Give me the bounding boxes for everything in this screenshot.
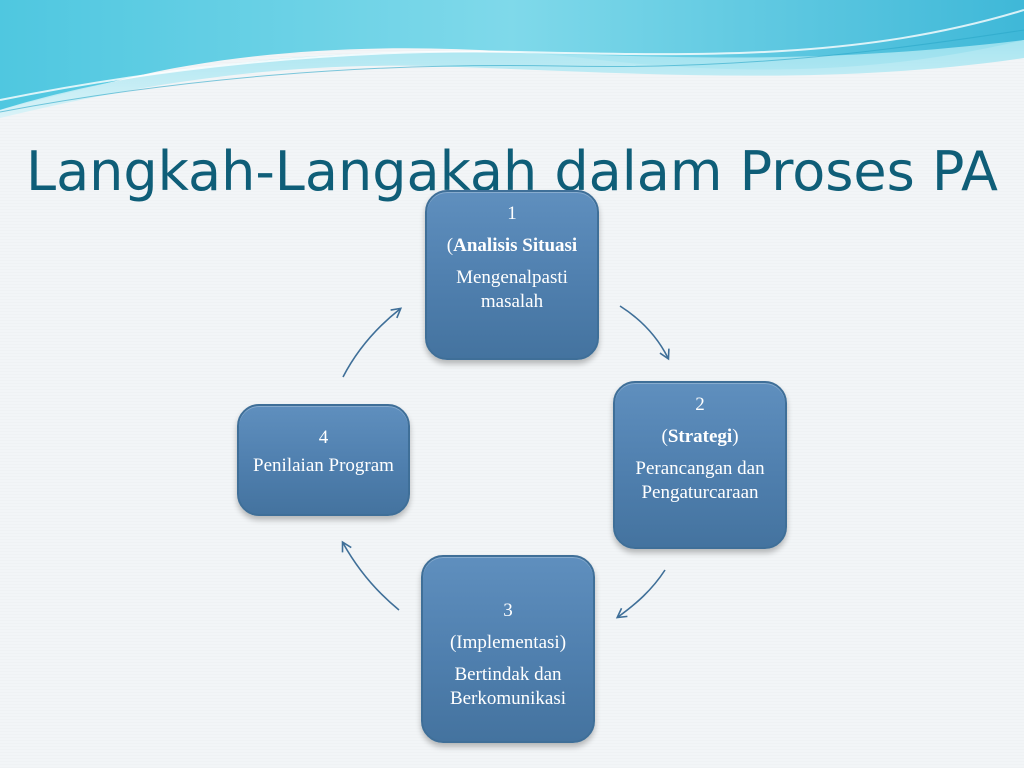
step-4-description: Penilaian Program: [253, 455, 394, 476]
step-4-number: 4: [318, 427, 329, 448]
step-1-number: 1: [507, 203, 517, 224]
step-2-description: Perancangan dan Pengaturcaraan: [635, 458, 765, 503]
arrow-1-to-2-icon: [619, 305, 670, 361]
step-4-penilaian: 4 Penilaian Program: [237, 404, 410, 516]
step-2-number: 2: [695, 394, 705, 415]
arrow-2-to-3-icon: [615, 569, 666, 619]
step-3-phase: (Implementasi): [449, 632, 567, 653]
step-1-analisis-situasi: 1 (Analisis Situasi Mengenalpasti masala…: [425, 190, 599, 360]
wave-header-decoration: [0, 0, 1024, 118]
step-3-number: 3: [503, 600, 513, 621]
arrow-4-to-1-icon: [342, 307, 403, 378]
arrow-3-to-4-icon: [341, 540, 400, 611]
step-3-description: Bertindak dan Berkomunikasi: [449, 664, 567, 709]
step-1-description: Mengenalpasti masalah: [456, 267, 568, 312]
step-3-implementasi: 3 (Implementasi) Bertindak dan Berkomuni…: [421, 555, 595, 743]
step-1-phase: (Analisis Situasi: [446, 235, 578, 256]
step-2-phase: (Strategi): [661, 426, 739, 447]
step-2-strategi: 2 (Strategi) Perancangan dan Pengaturcar…: [613, 381, 787, 549]
